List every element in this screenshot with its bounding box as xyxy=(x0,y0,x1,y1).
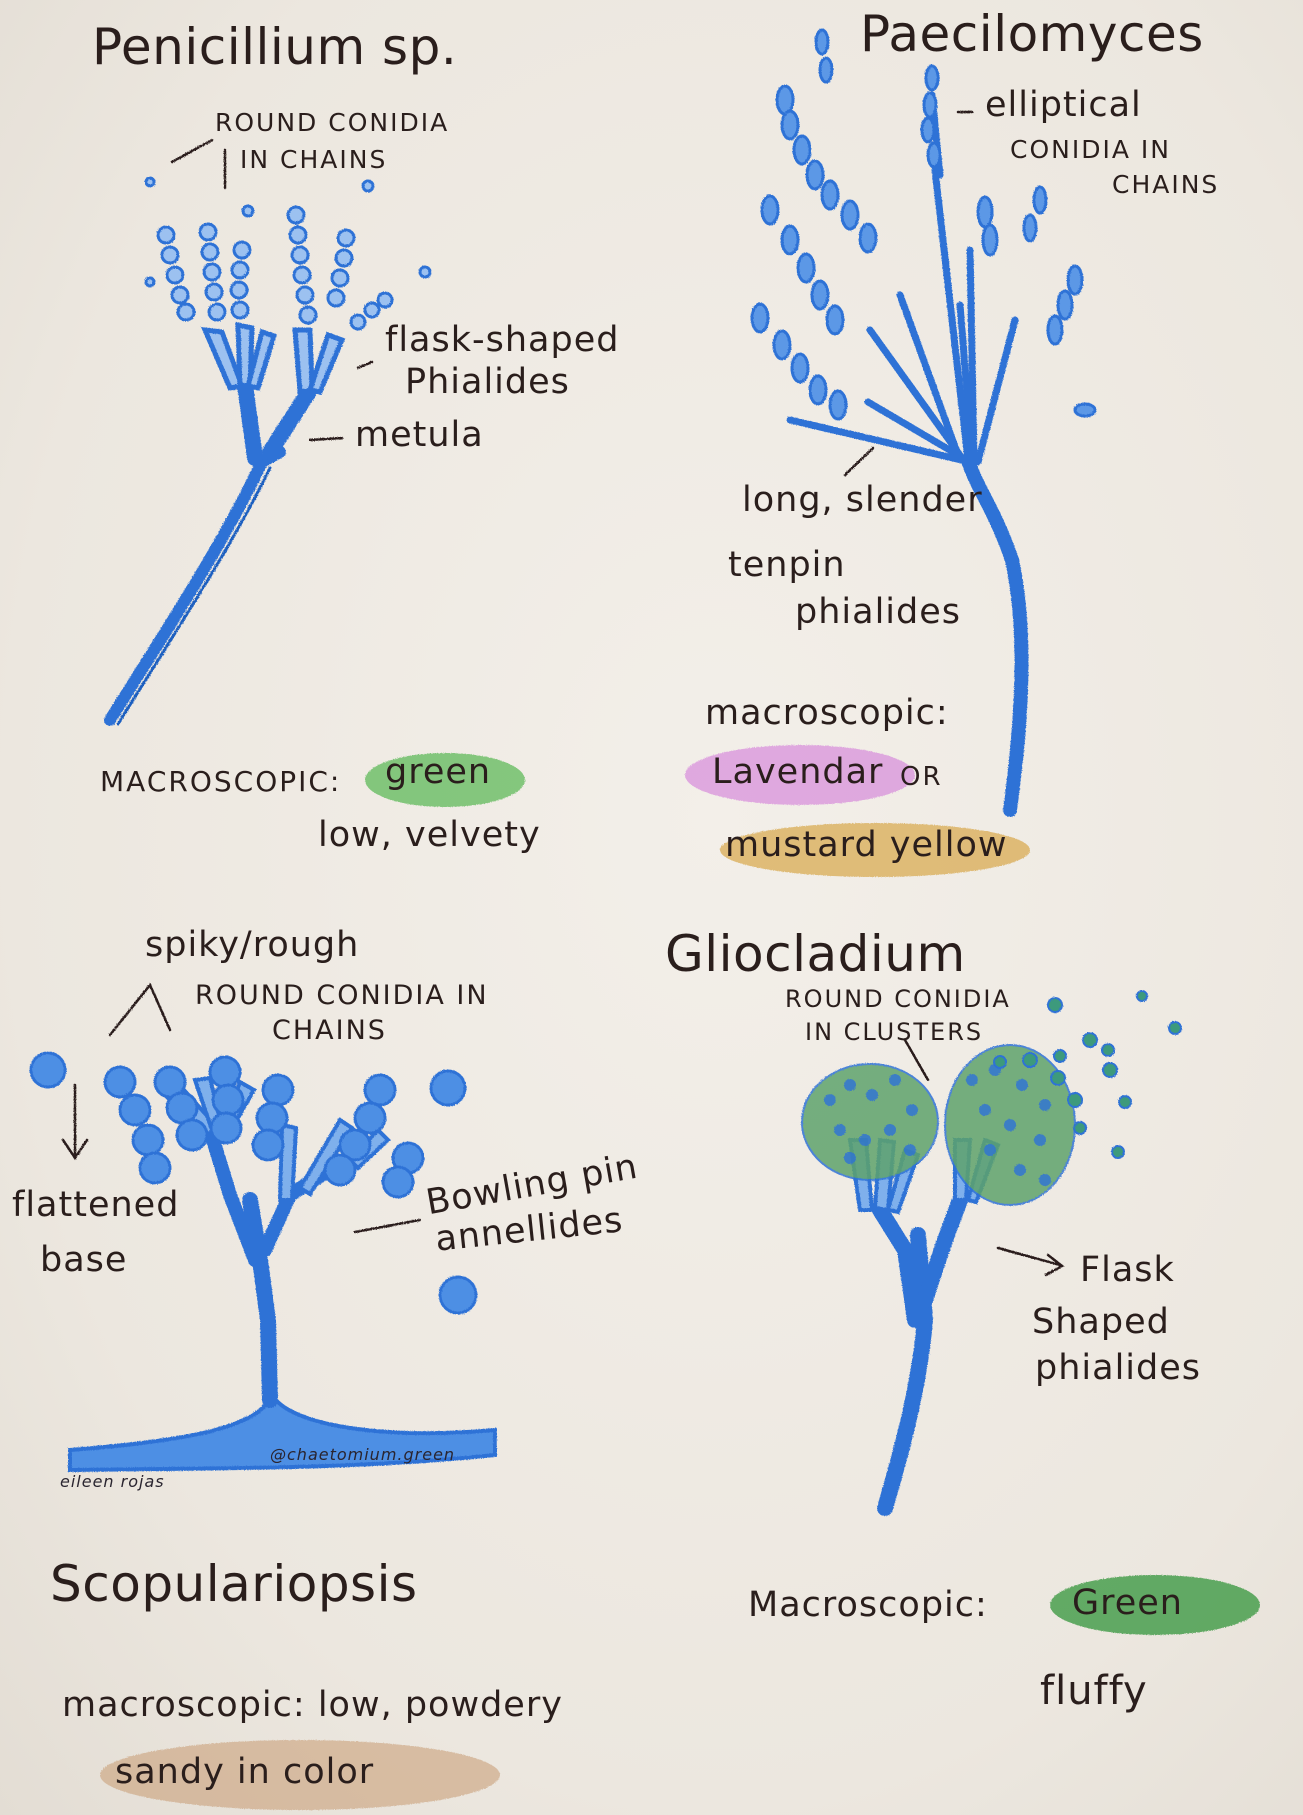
gliocladium-green-swatch xyxy=(1050,1575,1260,1635)
gliocladium-pointer-lines xyxy=(903,1038,1065,1277)
gliocladium-loose-conidia xyxy=(993,990,1182,1159)
paecilomyces-macro-color-2: mustard yellow xyxy=(725,825,1008,865)
gliocladium-cluster-dots xyxy=(824,1064,1051,1186)
paecilomyces-macro-label: macroscopic: xyxy=(705,693,949,733)
paecilomyces-drawing xyxy=(750,28,1097,817)
penicillium-macro-texture: low, velvety xyxy=(318,815,541,855)
gliocladium-branch-left xyxy=(872,1202,923,1328)
gliocladium-branch-right xyxy=(917,1192,968,1308)
penicillium-green-swatch xyxy=(365,753,525,807)
scopulariopsis-macro-color: sandy in color xyxy=(115,1752,375,1792)
scopulariopsis-signature-left: eileen rojas xyxy=(60,1472,165,1491)
penicillium-drawing xyxy=(104,138,432,726)
highlights xyxy=(100,745,1260,1810)
gliocladium-phialides-label-2: Shaped xyxy=(1032,1302,1170,1342)
gliocladium-conidia-label-2: in CLUSTERS xyxy=(805,1018,984,1046)
scopulariopsis-base xyxy=(68,1390,497,1473)
penicillium-title: Penicillium sp. xyxy=(92,18,458,76)
scopulariopsis-sandy-swatch xyxy=(100,1740,500,1810)
gliocladium-macro-texture: fluffy xyxy=(1040,1668,1148,1714)
penicillium-pointer-lines xyxy=(170,138,374,442)
scopulariopsis-title: Scopulariopsis xyxy=(50,1555,418,1613)
scopulariopsis-conidia-label-2: CHAINS xyxy=(272,1015,387,1046)
scopulariopsis-spiky-conidia xyxy=(29,1051,478,1315)
gliocladium-phialides-label-3: phialides xyxy=(1035,1348,1202,1388)
scopulariopsis-conidia-label-1: ROUND CONIDIA in xyxy=(195,980,489,1011)
penicillium-stalk-outline xyxy=(116,466,272,726)
paecilomyces-mustard-swatch xyxy=(720,823,1030,877)
scopulariopsis-pointer-lines xyxy=(61,982,422,1234)
scopulariopsis-spiky-label: spiky/rough xyxy=(145,925,360,965)
paecilomyces-conidia-label-1: elliptical xyxy=(985,85,1142,125)
scopulariopsis-base-label-1: flattened xyxy=(12,1185,180,1225)
paecilomyces-conidia-label-2: CONIDIA in xyxy=(1010,135,1171,164)
scopulariopsis-branch-left xyxy=(203,1123,262,1267)
paecilomyces-phialides-label-2: tenpin xyxy=(728,545,846,585)
paecilomyces-stalk xyxy=(961,453,1029,817)
paecilomyces-conidia-label-3: CHAINS xyxy=(1112,170,1220,199)
penicillium-conidia-label-1: ROUND CONIDIA xyxy=(215,108,450,137)
penicillium-macro-color: green xyxy=(385,752,492,792)
scopulariopsis-drawing xyxy=(29,982,497,1473)
penicillium-metula-right xyxy=(262,382,318,460)
gliocladium-title: Gliocladium xyxy=(665,925,966,983)
paecilomyces-phialides-label-3: phialides xyxy=(795,592,962,632)
paecilomyces-macro-color-1: Lavendar xyxy=(712,752,884,792)
scopulariopsis-macro-label: macroscopic: low, powdery xyxy=(62,1685,563,1725)
penicillium-phialides xyxy=(200,321,346,395)
penicillium-conidia xyxy=(144,176,432,331)
scopulariopsis-stalk xyxy=(242,1192,278,1408)
paecilomyces-conidia xyxy=(750,28,1097,421)
paecilomyces-pointer xyxy=(843,446,875,477)
gliocladium-phialides-label-1: Flask xyxy=(1080,1250,1175,1290)
gliocladium-macro-label: Macroscopic: xyxy=(748,1585,988,1625)
gliocladium-conidia-label-1: Round CONIDIA xyxy=(785,985,1011,1013)
gliocladium-macro-color: Green xyxy=(1072,1583,1183,1623)
gliocladium-drawing xyxy=(801,990,1182,1516)
paecilomyces-title: Paecilomyces xyxy=(860,5,1204,63)
penicillium-metula-left xyxy=(237,377,263,466)
scopulariopsis-signature-right: @chaetomium.green xyxy=(270,1445,456,1464)
paecilomyces-phialides xyxy=(786,91,1019,466)
penicillium-conidia-label-2: IN CHAINS xyxy=(240,145,388,174)
penicillium-metula-label: metula xyxy=(355,415,484,455)
penicillium-phialides-label-1: flask-shaped xyxy=(385,320,620,360)
paecilomyces-macro-or: OR xyxy=(900,762,943,792)
scopulariopsis-base-label-2: base xyxy=(40,1240,128,1280)
gliocladium-stalk xyxy=(877,1227,934,1516)
paecilomyces-lavender-swatch xyxy=(685,745,915,805)
penicillium-macro-label: MACROSCOPIC: xyxy=(100,765,342,798)
paecilomyces-phialides-label-1: long, slender xyxy=(742,480,983,520)
penicillium-stalk xyxy=(104,446,286,726)
penicillium-phialides-label-2: Phialides xyxy=(405,362,570,402)
